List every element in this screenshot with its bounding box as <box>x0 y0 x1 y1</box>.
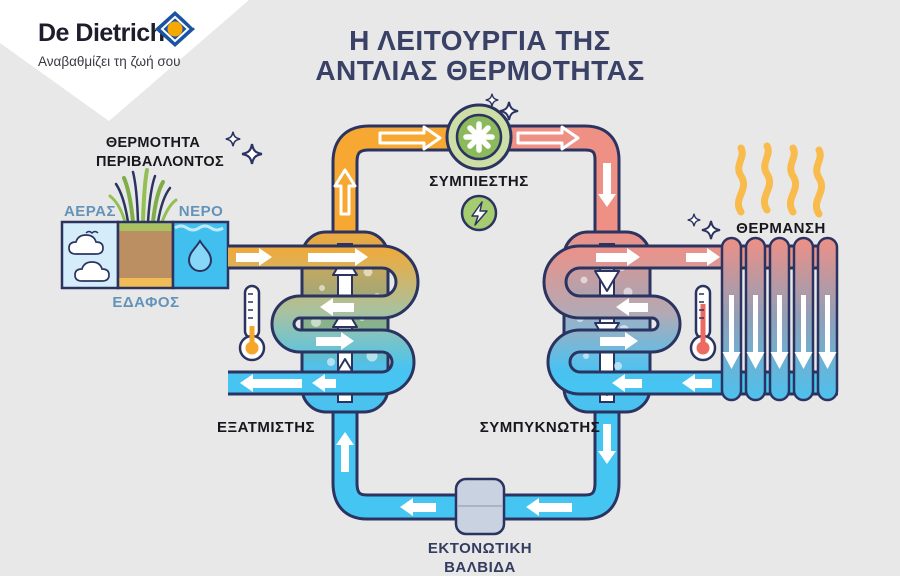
water-panel <box>171 220 230 290</box>
ground-panel <box>116 220 175 290</box>
brand-name: De Dietrich <box>38 19 164 47</box>
page-title-line-1: Η ΛΕΙΤΟΥΡΓΙΑ ΤΗΣ <box>349 25 611 56</box>
cloud-icon <box>68 234 104 255</box>
brand-banner: De Dietrich Αναβαθμίζει τη ζωή σου <box>0 0 249 121</box>
sparkle-icon <box>485 93 519 121</box>
ground-label: ΕΔΑΦΟΣ <box>112 294 179 311</box>
condenser-tank <box>562 230 652 414</box>
cloud-icon <box>74 261 110 282</box>
water-label: ΝΕΡΟ <box>179 203 224 220</box>
evaporator-label: ΕΞΑΤΜΙΣΤΗΣ <box>217 419 315 436</box>
sparkle-icon <box>687 213 721 240</box>
heat-wave-icon <box>734 142 826 218</box>
ambient-heat-label-1: ΘΕΡΜΟΤΗΤΑ <box>106 135 200 151</box>
expansion-valve-label-2: ΒΑΛΒΙΔΑ <box>444 559 516 576</box>
air-panel <box>60 220 120 290</box>
radiator <box>720 236 839 402</box>
refrigerant-pipe-hot-gas <box>331 124 455 245</box>
air-label: ΑΕΡΑΣ <box>64 203 116 220</box>
brand-diamond-icon <box>155 11 195 47</box>
heating-label: ΘΕΡΜΑΝΣΗ <box>736 220 826 237</box>
condenser-label: ΣΥΜΠΥΚΝΩΤΗΣ <box>480 419 601 436</box>
expansion-valve-icon <box>454 477 506 536</box>
electricity-icon <box>460 194 498 232</box>
grass-icon <box>108 168 178 224</box>
condenser-coil <box>542 244 838 396</box>
water-drop-icon <box>187 239 213 272</box>
thermometer-hot-icon <box>689 284 717 362</box>
page-title-line-2: ΑΝΤΛΙΑΣ ΘΕΡΜΟΤΗΤΑΣ <box>315 55 644 86</box>
flow-arrow-icons <box>333 125 616 516</box>
evaporator-coil <box>228 244 420 396</box>
expansion-valve-label-1: ΕΚΤΟΝΩΤΙΚΗ <box>428 540 532 557</box>
ambient-heat-label-2: ΠΕΡΙΒΑΛΛΟΝΤΟΣ <box>96 154 224 170</box>
sparkle-icon <box>225 131 263 165</box>
brand-tagline: Αναβαθμίζει τη ζωή σου <box>38 54 181 69</box>
source-box <box>60 220 230 290</box>
thermometer-cold-icon <box>238 284 266 362</box>
compressor-label: ΣΥΜΠΙΕΣΤΗΣ <box>429 173 529 190</box>
refrigerant-pipe-condenser-in <box>503 124 621 245</box>
compressor-icon <box>445 103 513 171</box>
bird-icon <box>85 230 99 235</box>
